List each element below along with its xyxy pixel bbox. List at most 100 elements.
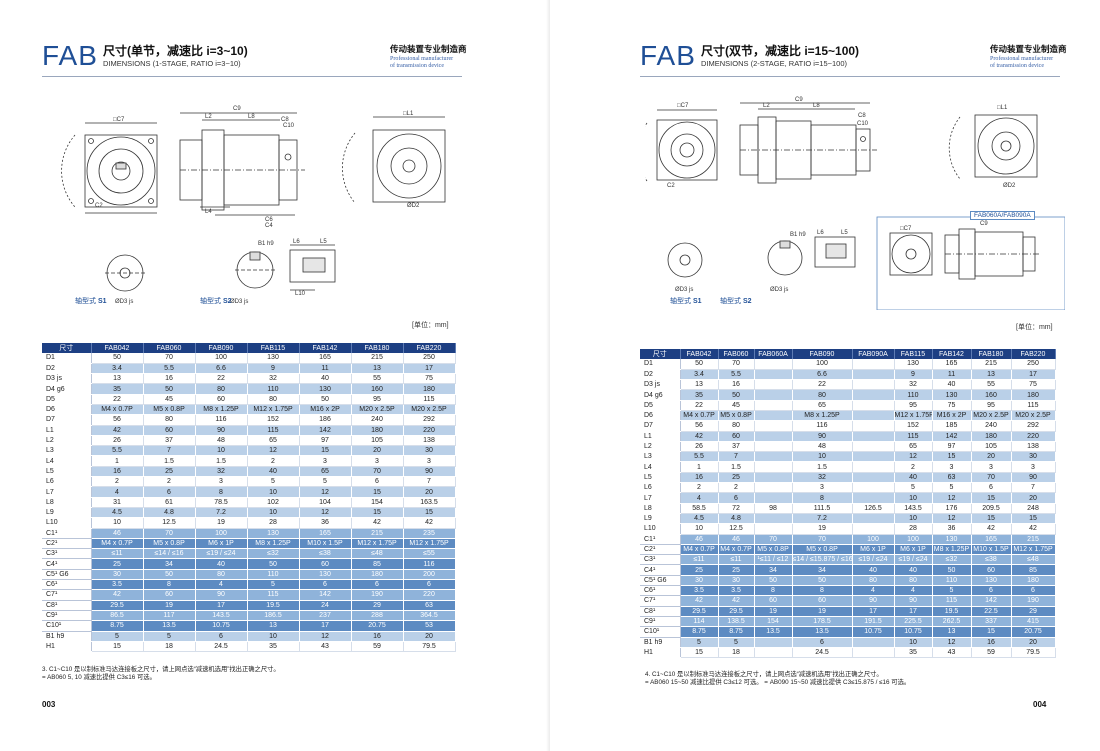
table-cell: 5 bbox=[718, 637, 755, 648]
table-cell: 56 bbox=[680, 420, 719, 432]
table-cell: 43 bbox=[299, 641, 352, 653]
table-cell: 95 bbox=[894, 400, 933, 411]
table-cell: M4 x 0.7P bbox=[680, 544, 719, 556]
table-cell: 186 bbox=[299, 414, 352, 426]
table-cell: 8 bbox=[792, 585, 853, 597]
table-cell: 42 bbox=[91, 589, 144, 601]
table-cell: 80 bbox=[143, 414, 196, 426]
table-cell: 46 bbox=[718, 534, 755, 545]
table-cell: M5 x 0.8P bbox=[143, 404, 196, 416]
table-cell: 19.5 bbox=[932, 606, 972, 617]
table-cell: M8 x 1.25P bbox=[247, 538, 300, 550]
table-cell: M4 x 0.7P bbox=[680, 410, 719, 422]
table-cell: 152 bbox=[247, 414, 300, 426]
table-cell: 70 bbox=[143, 528, 196, 539]
table-cell: 5.5 bbox=[680, 451, 719, 463]
table-cell: 40 bbox=[247, 466, 300, 478]
table-cell: 215 bbox=[351, 528, 404, 539]
table-cell: 97 bbox=[932, 441, 972, 453]
table-cell: 7 bbox=[143, 445, 196, 457]
page-title: 尺寸(单节，减速比 i=3~10) bbox=[103, 44, 248, 58]
table-cell bbox=[852, 420, 895, 432]
row-label: D5 bbox=[640, 400, 681, 411]
table-cell: 5 bbox=[680, 637, 719, 648]
header-model: FAB090A bbox=[852, 349, 895, 359]
table-cell: 1.5 bbox=[143, 455, 196, 467]
svg-text:□L1: □L1 bbox=[403, 111, 414, 117]
table-cell: 2 bbox=[680, 482, 719, 494]
table-cell: 90 bbox=[894, 595, 933, 607]
svg-text:L8: L8 bbox=[248, 114, 255, 120]
table-cell: 115 bbox=[403, 394, 456, 405]
table-cell: 16 bbox=[143, 373, 196, 385]
table-cell bbox=[852, 431, 895, 442]
table-cell: 19.5 bbox=[247, 600, 300, 611]
header-dimension: 尺寸 bbox=[640, 349, 681, 359]
shaft-type-s2-code: S2 bbox=[742, 298, 752, 305]
table-cell: 10.75 bbox=[195, 620, 248, 632]
svg-text:C2: C2 bbox=[667, 183, 675, 189]
unit-note: [单位：mm] bbox=[1016, 324, 1053, 331]
table-cell bbox=[754, 441, 793, 453]
table-cell: 6 bbox=[971, 482, 1012, 494]
table-cell: 50 bbox=[932, 564, 972, 576]
table-cell bbox=[754, 420, 793, 432]
footnote-1: 3. C1~C10 是以制标准马达连接板之尺寸，请上网点选“减速机选用”找出正确… bbox=[42, 666, 280, 673]
table-cell: 20 bbox=[971, 451, 1012, 463]
table-cell: 4 bbox=[195, 579, 248, 591]
table-cell: ≤32 bbox=[247, 548, 300, 560]
left-page: FAB 尺寸(单节，减速比 i=3~10) DIMENSIONS (1-STAG… bbox=[42, 40, 467, 709]
table-cell: ≤14 / ≤16 bbox=[143, 548, 196, 560]
table-cell: 8 bbox=[792, 492, 853, 504]
table-cell: 12 bbox=[299, 486, 352, 498]
table-cell: 70 bbox=[792, 534, 853, 545]
table-cell: 86.5 bbox=[91, 610, 144, 622]
table-cell: ≤55 bbox=[403, 548, 456, 560]
row-label: C4¹ bbox=[42, 558, 92, 570]
svg-text:C9: C9 bbox=[795, 97, 803, 103]
table-cell: 48 bbox=[792, 441, 853, 453]
table-cell: 72 bbox=[718, 503, 755, 514]
table-cell bbox=[852, 637, 895, 648]
svg-text:ØD3 js: ØD3 js bbox=[115, 299, 133, 305]
table-cell: 59 bbox=[971, 647, 1012, 659]
table-cell: 65 bbox=[894, 441, 933, 453]
table-cell: 42 bbox=[403, 517, 456, 529]
table-cell: 100 bbox=[852, 534, 895, 545]
row-label: L3 bbox=[42, 445, 92, 457]
table-cell bbox=[754, 400, 793, 411]
table-cell: M20 x 2.5P bbox=[1011, 410, 1056, 422]
table-cell bbox=[852, 379, 895, 391]
shaft-type-s2-cn: 轴型式 bbox=[720, 298, 741, 305]
table-cell: 5 bbox=[247, 476, 300, 488]
table-cell: 12.5 bbox=[718, 523, 755, 535]
row-label: C10¹ bbox=[42, 620, 92, 632]
svg-text:ØD2: ØD2 bbox=[407, 203, 420, 209]
table-cell: ≤48 bbox=[1011, 554, 1056, 566]
table-cell: 6 bbox=[971, 585, 1012, 597]
table-cell: 138.5 bbox=[718, 616, 755, 628]
svg-text:L4: L4 bbox=[205, 209, 212, 215]
table-cell: 35 bbox=[680, 389, 719, 401]
table-cell: 3 bbox=[351, 455, 404, 467]
table-cell: 35 bbox=[247, 641, 300, 653]
table-cell: 10 bbox=[247, 486, 300, 498]
table-cell: 105 bbox=[971, 441, 1012, 453]
svg-text:C8: C8 bbox=[858, 113, 866, 119]
shaft-type-s2-cn: 轴型式 bbox=[200, 298, 221, 305]
table-cell: 78.5 bbox=[195, 497, 248, 508]
brand-en: Professional manufacturer of transmissio… bbox=[390, 56, 453, 70]
table-cell: 65 bbox=[247, 435, 300, 447]
table-cell: 60 bbox=[143, 589, 196, 601]
table-cell: 15 bbox=[971, 513, 1012, 525]
table-cell: 22 bbox=[195, 373, 248, 385]
table-cell: 65 bbox=[792, 400, 853, 411]
table-cell: 5.5 bbox=[143, 363, 196, 375]
